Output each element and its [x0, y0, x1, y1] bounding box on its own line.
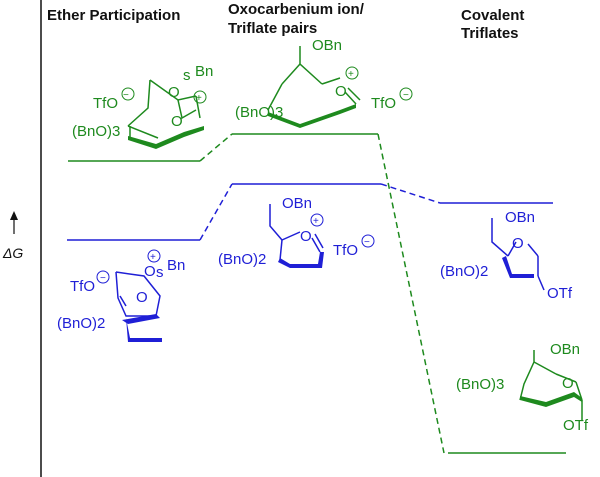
blue-covalent-structure: OBn O (BnO)2 OTf: [440, 209, 573, 302]
blue-oxo-bn: OBn: [282, 195, 312, 212]
header-covalent-line2: Triflates: [461, 25, 519, 42]
delta-g-label: ΔG: [2, 245, 23, 261]
green-cov-bno: (BnO)3: [456, 376, 504, 393]
header-ether-participation: Ether Participation: [47, 7, 180, 24]
blue-oxo-counter-ion: TfO: [333, 242, 358, 259]
svg-text:−: −: [364, 237, 370, 248]
header-oxocarbenium-line2: Triflate pairs: [228, 20, 317, 37]
green-ether-structure: TfO − O Bn s + O (BnO)3: [72, 63, 213, 149]
svg-text:+: +: [196, 93, 202, 104]
green-cov-bn: OBn: [550, 341, 580, 358]
svg-text:O: O: [335, 83, 347, 100]
svg-text:−: −: [123, 90, 129, 101]
green-cov-otf: OTf: [563, 417, 589, 434]
svg-text:−: −: [100, 273, 106, 284]
blue-oxocarbenium-structure: OBn O + (BnO)2 TfO −: [218, 195, 375, 268]
blue-cov-bn: OBn: [505, 209, 535, 226]
green-oxo-bn: OBn: [312, 37, 342, 54]
svg-text:O: O: [300, 228, 312, 245]
blue-ether-structure: TfO − O + s Bn O (BnO)2: [57, 249, 185, 342]
svg-text:+: +: [348, 69, 354, 80]
green-ether-bno: (BnO)3: [72, 123, 120, 140]
blue-cov-otf: OTf: [547, 285, 573, 302]
energy-arrow-head: [10, 211, 18, 220]
blue-cov-bno: (BnO)2: [440, 263, 488, 280]
svg-text:O: O: [512, 235, 524, 252]
svg-text:O: O: [168, 84, 180, 101]
green-oxo-counter-ion: TfO: [371, 95, 396, 112]
green-oxocarbenium-structure: OBn O + (BnO)3 TfO −: [235, 37, 413, 128]
svg-text:+: +: [313, 216, 319, 227]
svg-text:O: O: [171, 113, 183, 130]
green-oxo-bno: (BnO)3: [235, 104, 283, 121]
green-covalent-structure: OBn O (BnO)3 OTf: [456, 341, 589, 434]
blue-ether-bn: Bn: [167, 257, 185, 274]
svg-text:+: +: [150, 252, 156, 263]
svg-text:O: O: [562, 375, 574, 392]
svg-text:s: s: [156, 264, 164, 281]
blue-oxo-bno: (BnO)2: [218, 251, 266, 268]
blue-ether-bno: (BnO)2: [57, 315, 105, 332]
header-oxocarbenium-line1: Oxocarbenium ion/: [228, 1, 365, 18]
green-ether-counter-ion: TfO: [93, 95, 118, 112]
svg-text:O: O: [136, 289, 148, 306]
svg-text:s: s: [183, 67, 191, 84]
blue-transition-dashed: [199, 183, 233, 241]
green-transition-dashed: [199, 133, 233, 162]
blue-ether-counter-ion: TfO: [70, 278, 95, 295]
header-covalent-line1: Covalent: [461, 7, 524, 24]
green-pathway: [68, 133, 566, 454]
blue-pathway: [67, 183, 553, 241]
svg-text:O: O: [144, 263, 156, 280]
blue-drop-dashed: [380, 183, 441, 204]
svg-text:−: −: [403, 90, 409, 101]
green-drop-dashed: [377, 133, 445, 454]
green-ether-bn: Bn: [195, 63, 213, 80]
